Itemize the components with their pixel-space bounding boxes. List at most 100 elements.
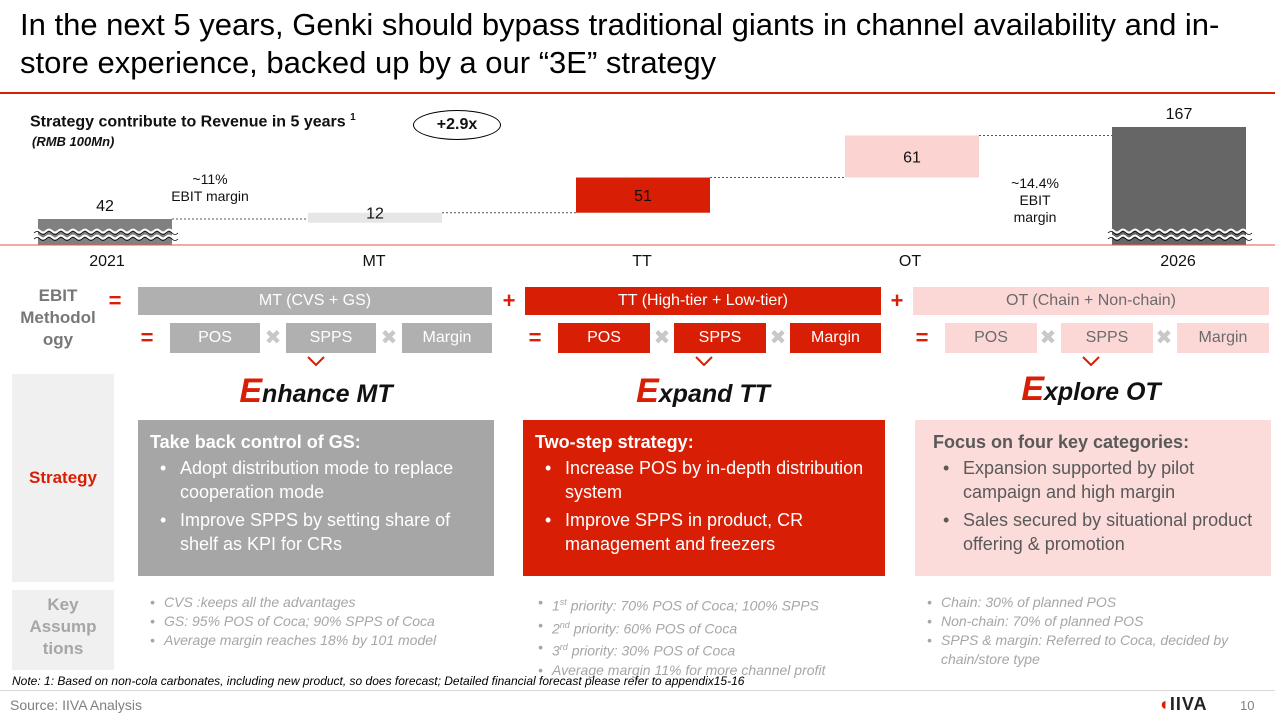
equals-sign: = — [915, 325, 929, 350]
times-sign: ✖ — [380, 327, 398, 349]
strategy-bullets: Adopt distribution mode to replace coope… — [150, 456, 482, 556]
assumption-item: 2nd priority: 60% POS of Coca — [534, 616, 904, 639]
axis-break-mark — [33, 234, 179, 240]
assumptions-label-line-2: Assump — [29, 617, 97, 636]
axis-break-mark — [33, 231, 179, 235]
heading-rest: xpand TT — [658, 380, 770, 408]
axis-break-mark — [33, 228, 179, 234]
times-sign: ✖ — [1155, 327, 1173, 349]
company-logo: ◖IIVA — [1158, 694, 1208, 715]
methodology-label-line-1: EBIT — [38, 286, 78, 305]
assumption-item: SPPS & margin: Referred to Coca, decided… — [923, 631, 1263, 669]
strategy-bullet: Improve SPPS by setting share of shelf a… — [150, 508, 482, 556]
axis-break-mark — [1107, 231, 1253, 235]
strategy-bullets: Expansion supported by pilot campaign an… — [933, 456, 1259, 556]
ebit-margin-2026: ~14.4% EBIT margin — [995, 175, 1075, 226]
ebit-margin-2026-value: ~14.4% — [1011, 175, 1059, 191]
bar-value-label: 42 — [96, 198, 114, 215]
tt-spps-box: SPPS — [674, 323, 766, 353]
chevron-down-icon — [695, 356, 713, 367]
logo-text: IIVA — [1169, 694, 1208, 714]
chevron-down-icon — [307, 356, 325, 367]
assumptions-label: Key Assump tions — [12, 594, 114, 660]
chart-footnote-ref: 1 — [350, 112, 356, 123]
assumption-item: GS: 95% POS of Coca; 90% SPPS of Coca — [146, 612, 516, 631]
strategy-bullet: Improve SPPS in product, CR management a… — [535, 508, 873, 556]
strategy-bullet: Expansion supported by pilot campaign an… — [933, 456, 1259, 504]
axis-break-mark — [1107, 237, 1253, 241]
times-sign: ✖ — [1039, 327, 1057, 349]
assumption-item: 3rd priority: 30% POS of Coca — [534, 638, 904, 661]
strategy-box-title: Focus on four key categories: — [933, 432, 1190, 452]
times-sign: ✖ — [264, 327, 282, 349]
strategy-box-title: Take back control of GS: — [150, 432, 361, 452]
ebit-margin-2026-label-2: margin — [1013, 209, 1057, 225]
mt-spps-box: SPPS — [286, 323, 376, 353]
assumption-item: Non-chain: 70% of planned POS — [923, 612, 1263, 631]
assumptions-mt: CVS :keeps all the advantages GS: 95% PO… — [146, 593, 516, 650]
assumptions-label-line-3: tions — [42, 639, 84, 658]
strategy-bullet: Adopt distribution mode to replace coope… — [150, 456, 482, 504]
chart-title-text: Strategy contribute to Revenue in 5 year… — [30, 113, 346, 131]
strategy-heading-tt: Expand TT — [525, 372, 881, 411]
footer-divider — [0, 690, 1275, 691]
axis-label-2021: 2021 — [89, 253, 125, 270]
methodology-label-line-3: ogy — [42, 330, 74, 349]
axis-label-tt: TT — [632, 253, 652, 270]
page-title: In the next 5 years, Genki should bypass… — [20, 7, 1220, 80]
footnote: Note: 1: Based on non-cola carbonates, i… — [12, 674, 745, 688]
mt-margin-box: Margin — [402, 323, 492, 353]
logo-mark-icon: ◖ — [1158, 694, 1170, 714]
bar-tt — [576, 177, 710, 213]
strategy-heading-ot: Explore OT — [913, 370, 1269, 409]
assumption-item: Average margin 11% for more channel prof… — [534, 661, 904, 680]
strategy-box-title: Two-step strategy: — [535, 432, 694, 452]
bar-2026 — [1112, 127, 1246, 245]
axis-label-ot: OT — [898, 253, 922, 270]
assumptions-tt: 1st priority: 70% POS of Coca; 100% SPPS… — [534, 593, 904, 680]
assumption-item: CVS :keeps all the advantages — [146, 593, 516, 612]
bar-value-label: 61 — [903, 149, 921, 166]
ebit-margin-2026-label-1: EBIT — [1019, 192, 1051, 208]
heading-initial: E — [1021, 370, 1044, 408]
heading-initial: E — [239, 372, 263, 410]
tt-total-box: TT (High-tier + Low-tier) — [525, 287, 881, 315]
strategy-box-mt: Take back control of GS: Adopt distribut… — [138, 420, 494, 576]
chevron-down-icon — [1082, 356, 1100, 367]
strategy-box-ot: Focus on four key categories: Expansion … — [915, 420, 1271, 576]
title-divider — [0, 92, 1275, 94]
equals-sign: = — [528, 325, 542, 350]
chart-unit: (RMB 100Mn) — [32, 134, 115, 149]
ebit-margin-2021-label: EBIT margin — [171, 188, 249, 204]
axis-label-mt: MT — [362, 253, 386, 270]
strategy-label-panel — [12, 374, 114, 582]
ot-total-box: OT (Chain + Non-chain) — [913, 287, 1269, 315]
heading-rest: nhance MT — [262, 380, 393, 408]
mt-pos-box: POS — [170, 323, 260, 353]
ot-spps-box: SPPS — [1061, 323, 1153, 353]
assumptions-label-panel — [12, 590, 114, 670]
strategy-label: Strategy — [28, 468, 98, 487]
plus-sign: + — [502, 288, 516, 313]
strategy-bullet: Sales secured by situational product off… — [933, 508, 1259, 556]
axis-label-2026: 2026 — [1160, 253, 1196, 270]
bar-value-label: 51 — [634, 188, 652, 205]
axis-break-mark — [1107, 234, 1253, 240]
strategy-box-tt: Two-step strategy: Increase POS by in-de… — [523, 420, 885, 576]
axis-break-mark — [33, 237, 179, 241]
ot-margin-box: Margin — [1177, 323, 1269, 353]
ot-pos-box: POS — [945, 323, 1037, 353]
source-note: Source: IIVA Analysis — [10, 697, 143, 713]
assumptions-ot: Chain: 30% of planned POS Non-chain: 70%… — [923, 593, 1263, 669]
bar-mt — [308, 212, 442, 223]
assumption-item: 1st priority: 70% POS of Coca; 100% SPPS — [534, 593, 904, 616]
strategy-bullets: Increase POS by in-depth distribution sy… — [535, 456, 873, 556]
heading-rest: xplore OT — [1044, 378, 1161, 406]
bar-ot — [845, 135, 979, 178]
strategy-heading-mt: Enhance MT — [138, 372, 494, 411]
assumption-item: Average margin reaches 18% by 101 model — [146, 631, 516, 650]
tt-margin-box: Margin — [790, 323, 881, 353]
times-sign: ✖ — [769, 327, 787, 349]
ebit-margin-2021-value: ~11% — [192, 171, 228, 187]
chart-title: Strategy contribute to Revenue in 5 year… — [30, 112, 356, 131]
